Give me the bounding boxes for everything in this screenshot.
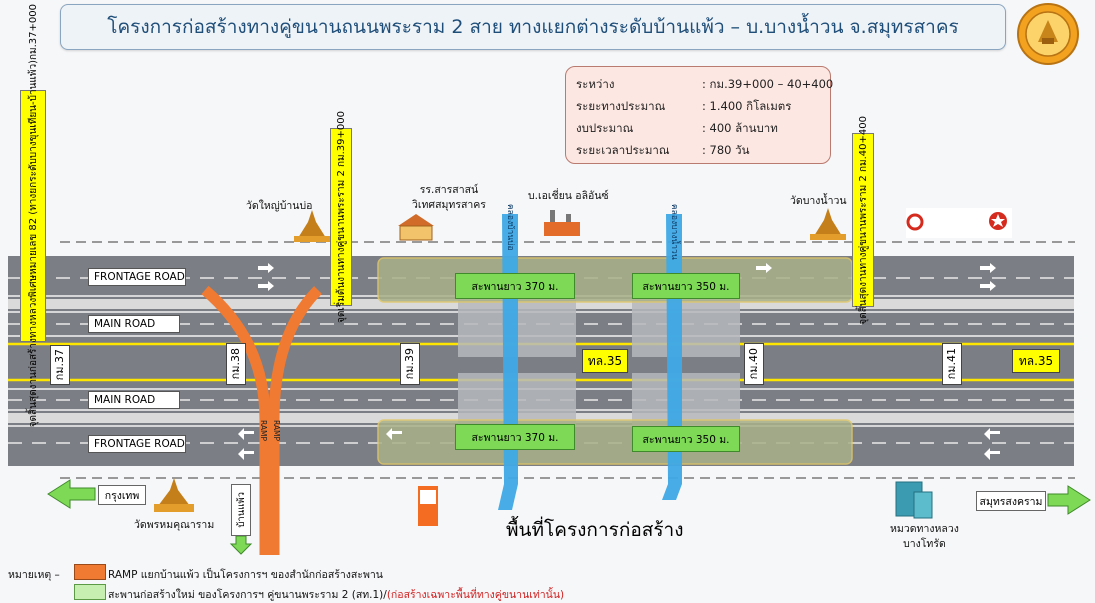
direction-sign-samutsongkhram: สมุทรสงคราม [976,491,1046,511]
frontage-road-bottom-label: FRONTAGE ROAD [88,435,186,453]
frontage-road-top-label: FRONTAGE ROAD [88,268,186,286]
ramp-right [268,286,322,555]
place-label-school: รร.สารสาสน์ วิเทศสมุทรสาคร [412,184,486,211]
page-title: โครงการก่อสร้างทางคู่ขนานถนนพระราม 2 สาย… [60,4,1006,50]
legend-ramp-swatch [74,564,106,580]
school-icon [398,214,434,241]
legend-ramp-text: RAMP แยกบ้านแพ้ว เป็นโครงการฯ ของสำนักก่… [108,569,383,581]
ramp-left [201,285,271,555]
start-point-label-text: จุดเริ่มต้นงานทางคู่ขนานพระราม 2 กม.39+0… [335,111,347,323]
info-label: ระยะทางประมาณ [576,99,666,113]
info-value: : กม.39+000 – 40+400 [702,77,834,91]
ramp-label: RAMP [272,420,281,442]
department-seal-icon [1017,3,1079,65]
caltex-star-icon [991,214,1005,227]
road-label-text: FRONTAGE ROAD [94,438,185,450]
legend-bridge-note: (ก่อสร้างเฉพาะพื้นที่ทางคู่ขนานเท่านั้น) [386,589,565,601]
bridge-label: สะพานยาว 350 ม. [632,426,740,452]
km-marker: กม.40 [744,343,764,385]
arrow-to-samutsongkhram-icon [1047,485,1091,515]
route-tag: ทล.35 [1012,349,1060,373]
temple-icon [294,210,330,242]
start-point-label: จุดเริ่มต้นงานทางคู่ขนานพระราม 2 กม.39+0… [330,111,352,323]
project-zone-top [377,257,853,303]
place-label-highway-unit: หมวดทางหลวง บางโทรัด [890,523,959,550]
arrow-down-icon [229,535,253,555]
km-marker: กม.37 [50,345,70,385]
bridge-label: สะพานยาว 350 ม. [632,273,740,299]
left-end-label-text: จุดสิ้นสุดงานก่อสร้างทางหลวงพิเศษหมายเลข… [27,4,39,428]
legend-prefix: หมายเหตุ – [8,569,60,581]
info-label: งบประมาณ [576,121,634,135]
project-info-box: ระหว่าง : กม.39+000 – 40+400 ระยะทางประม… [565,66,834,164]
info-label: ระยะเวลาประมาณ [576,143,670,157]
end-point-label-text: จุดสิ้นสุดงานทางคู่ขนานพระราม 2 กม.40+40… [857,115,869,325]
legend-bridge-swatch [74,584,106,600]
arrow-to-bangkok-icon [47,479,96,509]
legend-bridge-text: สะพานก่อสร้างใหม่ ของโครงการฯ คู่ขนานพระ… [108,589,565,601]
page-title-text: โครงการก่อสร้างทางคู่ขนานถนนพระราม 2 สาย… [107,16,959,38]
structure-zone [632,373,740,425]
project-zone-bottom [377,419,853,465]
factory-icon [544,210,580,236]
info-value: : 1.400 กิโลเมตร [702,99,792,113]
route-tag: ทล.35 [582,349,628,373]
place-label-banphaeo: บ้านแพ้ว [231,484,251,536]
road-label-text: FRONTAGE ROAD [94,271,185,283]
info-value: : 400 ล้านบาท [702,121,778,135]
ptt-logo-icon [906,213,924,231]
canal-label: คลองบ้านบ่อ [505,204,515,251]
km-marker: กม.38 [226,343,246,385]
temple-icon [154,478,194,512]
direction-arrows [238,263,1000,460]
construction-area-title: พื้นที่โครงการก่อสร้าง [506,519,684,541]
place-label-temple-banbo: วัดใหญ่บ้านบ่อ [246,200,313,212]
direction-sign-bangkok: กรุงเทพ [98,485,146,505]
road-label-text: MAIN ROAD [94,394,156,406]
structure-zone [632,300,740,357]
end-point-label: จุดสิ้นสุดงานทางคู่ขนานพระราม 2 กม.40+40… [852,116,874,324]
main-road-bottom-label: MAIN ROAD [88,391,180,409]
km-marker: กม.41 [942,343,962,385]
do-home-logo-icon [420,490,436,504]
info-value: : 780 วัน [702,143,750,157]
bridge-label: สะพานยาว 370 ม. [455,273,575,299]
place-label-temple-bangnamwon: วัดบางน้ำวน [790,195,847,207]
building-icon [895,481,933,519]
left-end-label: จุดสิ้นสุดงานก่อสร้างทางหลวงพิเศษหมายเลข… [20,4,46,428]
canal-label: คลองบางน้ำวน [669,204,679,260]
road-label-text: MAIN ROAD [94,318,156,330]
place-label-company: บ.เอเชี่ยน อลิอันซ์ [528,190,609,202]
main-road-top-label: MAIN ROAD [88,315,180,333]
temple-icon [810,208,846,240]
km-marker: กม.39 [400,343,420,385]
bridge-label: สะพานยาว 370 ม. [455,424,575,450]
info-label: ระหว่าง [576,77,615,91]
ramp-label: RAMP [259,420,268,442]
place-label-temple-prom: วัดพรหมคุณาราม [134,519,215,531]
